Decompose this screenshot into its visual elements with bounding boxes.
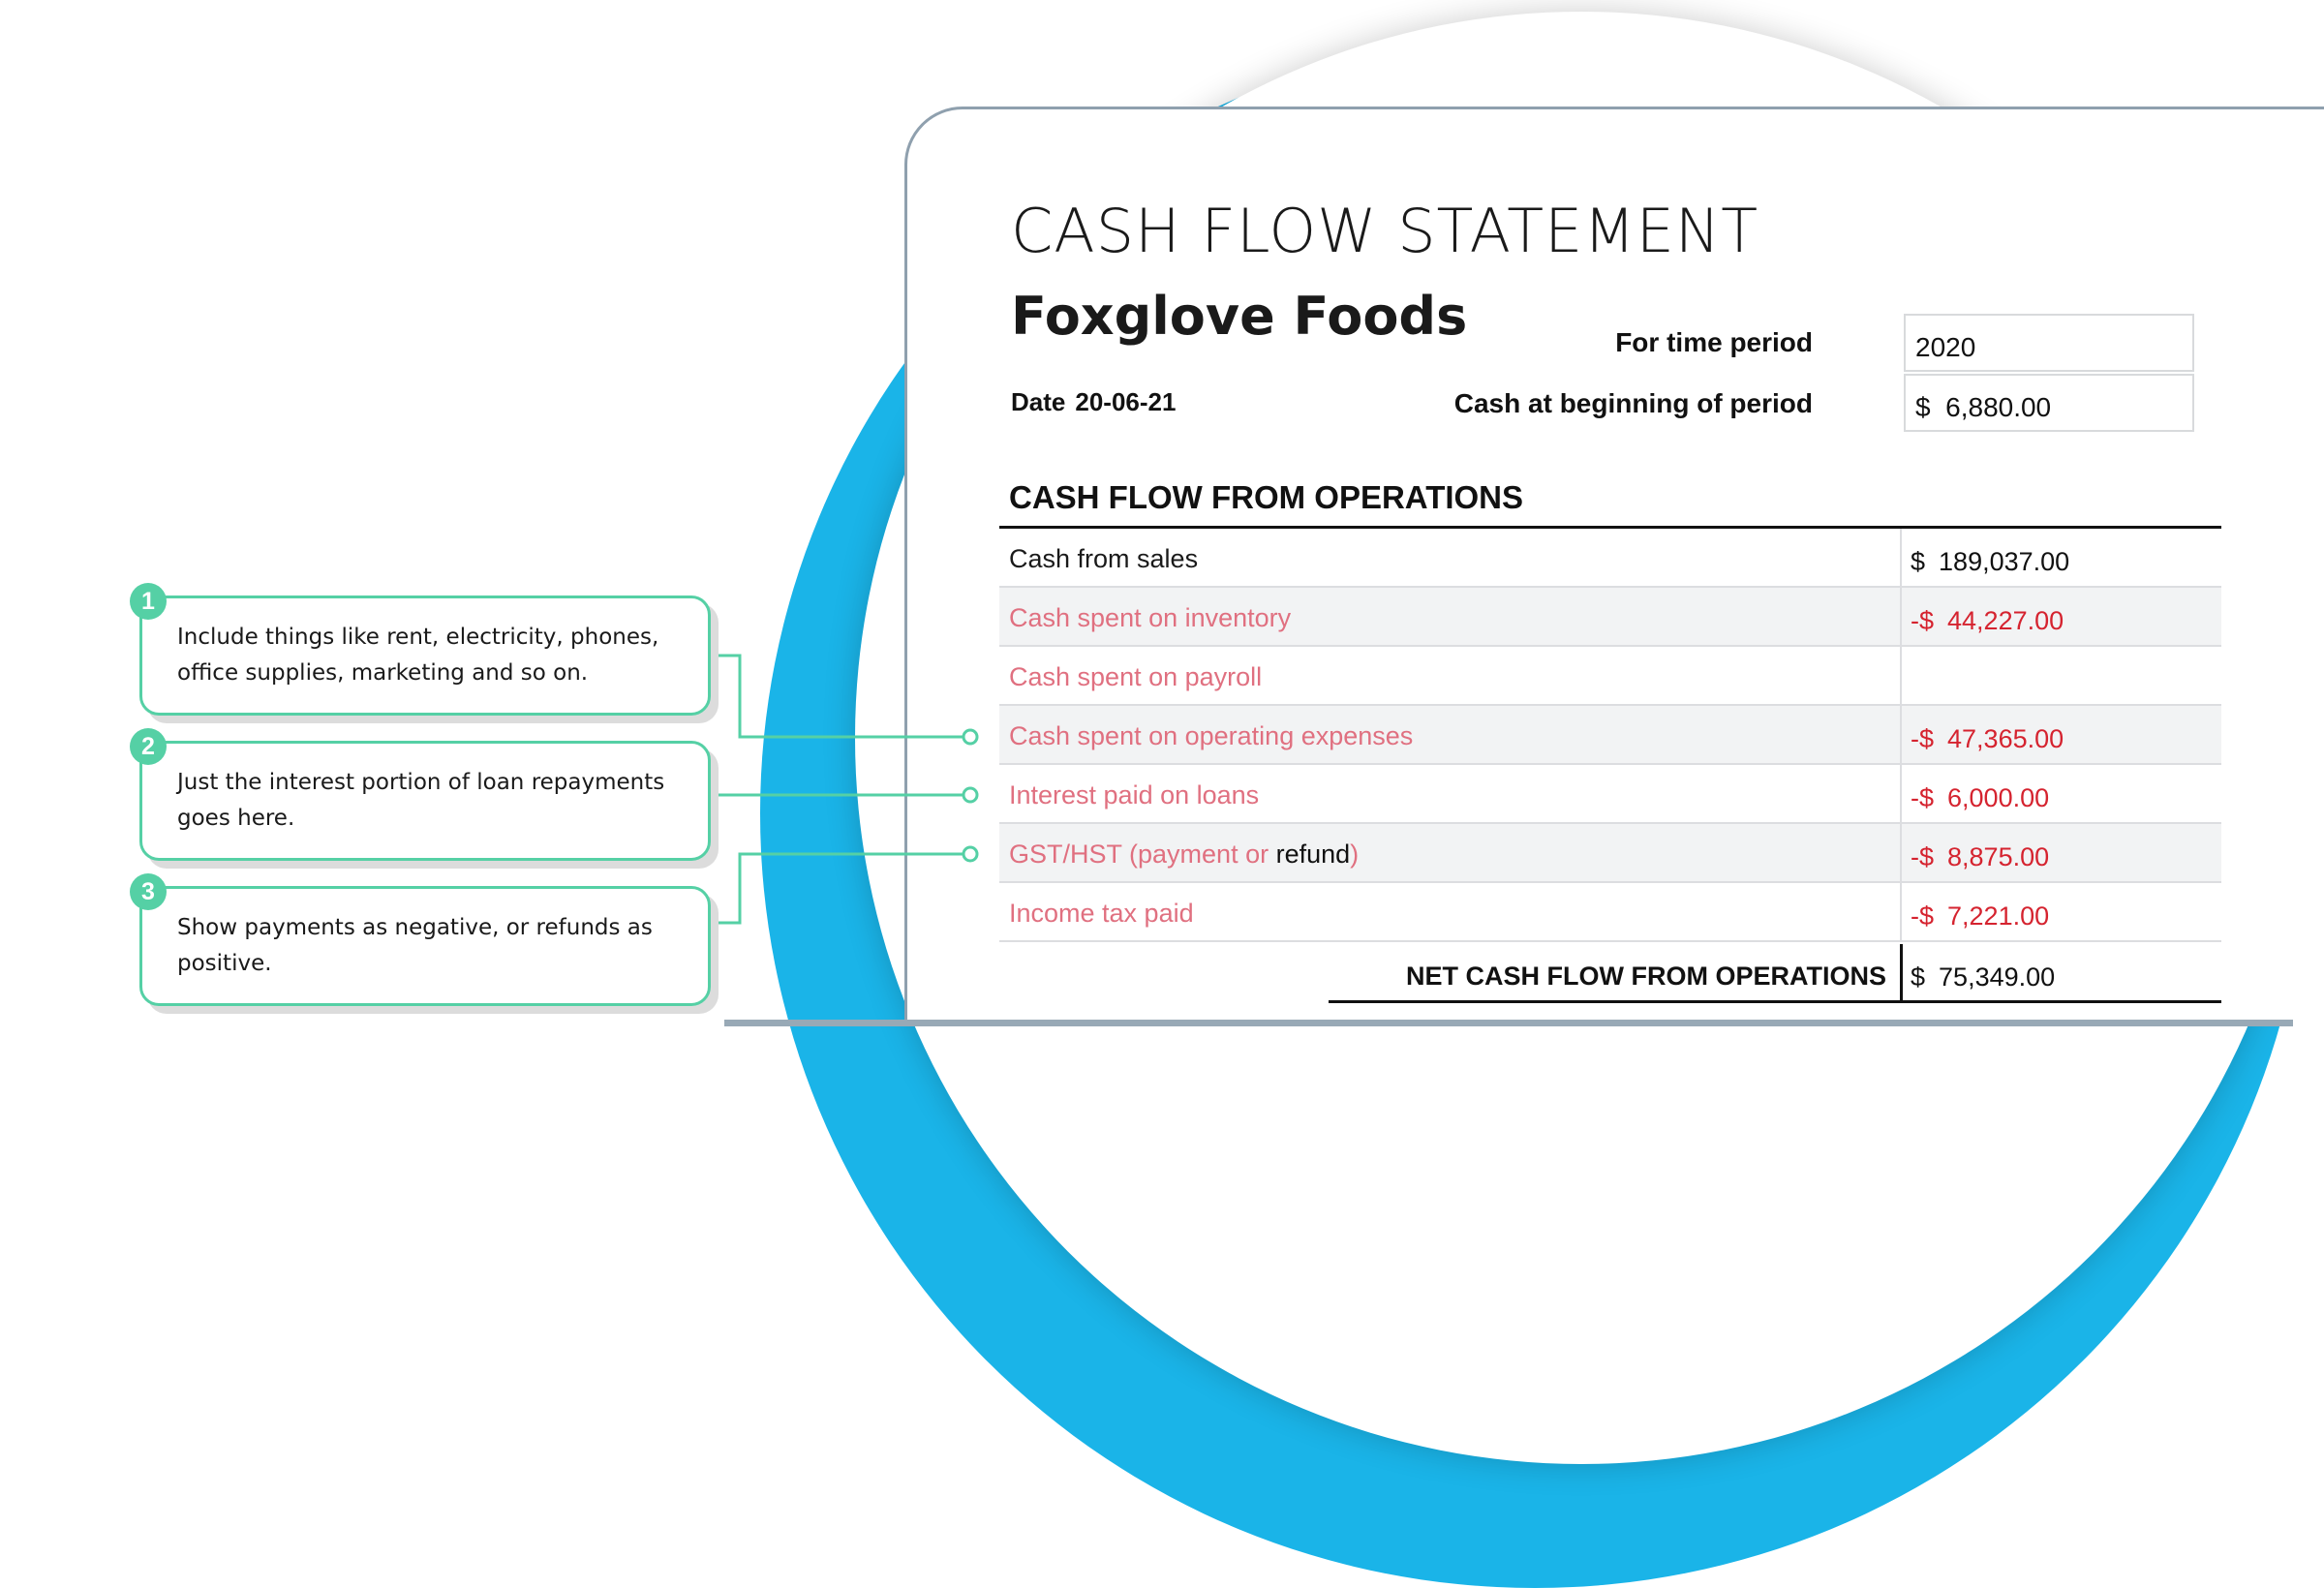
beginning-cash-label: Cash at beginning of period: [1453, 388, 1813, 418]
beginning-cash-value: 6,880.00: [1945, 392, 2052, 422]
callout-connectors: [711, 654, 979, 925]
table-row: Cash spent on payroll: [999, 647, 2221, 706]
row-label: Cash spent on operating expenses: [1009, 721, 1414, 750]
connector-3-dot: [962, 845, 979, 863]
period-input[interactable]: 2020: [1904, 314, 2194, 372]
connector-3-line: [711, 852, 963, 925]
row-label: GST/HST (payment or refund): [1009, 840, 1360, 869]
table-row: Income tax paid -$7,221.00: [999, 883, 2221, 942]
total-row: NET CASH FLOW FROM OPERATIONS $75,349.00: [999, 944, 2221, 1003]
company-name: Foxglove Foods: [1011, 286, 1468, 347]
period-value: 2020: [1915, 332, 1976, 362]
amount-cell[interactable]: [1900, 588, 2221, 645]
table-row: Interest paid on loans -$6,000.00: [999, 765, 2221, 824]
connector-1-line: [711, 654, 963, 739]
row-label: Cash spent on inventory: [1009, 603, 1292, 632]
date-field: Date 20-06-21: [1011, 387, 1176, 417]
section-rule: [999, 526, 2221, 529]
total-amount: $75,349.00: [1911, 962, 2056, 992]
statement-content: CASH FLOW STATEMENT Foxglove Foods Date 2…: [904, 107, 2324, 1023]
row-amount: -$47,365.00: [1911, 724, 2064, 753]
row-amount: -$6,000.00: [1911, 783, 2050, 812]
amount-cell[interactable]: [1900, 706, 2221, 763]
callout-text: Show payments as negative, or refunds as…: [177, 915, 653, 976]
amount-cell[interactable]: [1900, 529, 2221, 586]
callout-number-badge: 1: [130, 583, 167, 620]
callout-1: 1 Include things like rent, electricity,…: [130, 583, 711, 716]
beginning-cash-input[interactable]: $ 6,880.00: [1904, 374, 2194, 432]
callout-3: 3 Show payments as negative, or refunds …: [130, 873, 711, 1006]
row-amount: -$7,221.00: [1911, 901, 2050, 931]
callout-number-badge: 2: [130, 728, 167, 765]
amount-cell[interactable]: [1900, 883, 2221, 940]
callout-text: Include things like rent, electricity, p…: [177, 625, 659, 686]
callout-text: Just the interest portion of loan repaym…: [177, 770, 665, 831]
date-label: Date: [1011, 387, 1066, 416]
table-row: GST/HST (payment or refund) -$8,875.00: [999, 824, 2221, 883]
table-row: Cash spent on inventory -$44,227.00: [999, 588, 2221, 647]
callout-2: 2 Just the interest portion of loan repa…: [130, 728, 711, 861]
total-label: NET CASH FLOW FROM OPERATIONS: [1406, 962, 1886, 991]
row-amount: $189,037.00: [1911, 547, 2070, 576]
connector-2-dot: [962, 786, 979, 804]
amount-cell[interactable]: [1900, 824, 2221, 881]
beginning-cash-currency: $: [1915, 392, 1931, 422]
total-rule: [1329, 1000, 2221, 1003]
connector-1-dot: [962, 728, 979, 746]
row-label: Interest paid on loans: [1009, 780, 1260, 809]
row-label: Income tax paid: [1009, 899, 1194, 928]
baseline-bar: [724, 1020, 2293, 1026]
date-value: 20-06-21: [1075, 387, 1177, 416]
row-label: Cash spent on payroll: [1009, 662, 1263, 691]
row-label: Cash from sales: [1009, 544, 1199, 573]
statement-viewport: CASH FLOW STATEMENT Foxglove Foods Date 2…: [904, 107, 2324, 1023]
row-amount: -$8,875.00: [1911, 842, 2050, 871]
statement-title: CASH FLOW STATEMENT: [1011, 196, 1759, 266]
table-row: Cash from sales $189,037.00: [999, 529, 2221, 588]
table-row: Cash spent on operating expenses -$47,36…: [999, 706, 2221, 765]
section-title: CASH FLOW FROM OPERATIONS: [1009, 479, 1524, 515]
period-label: For time period: [1615, 327, 1813, 357]
amount-cell[interactable]: [1900, 647, 2221, 704]
callout-number-badge: 3: [130, 873, 167, 910]
amount-cell[interactable]: [1900, 765, 2221, 822]
total-divider: [1900, 944, 1903, 1002]
row-amount: -$44,227.00: [1911, 606, 2064, 635]
